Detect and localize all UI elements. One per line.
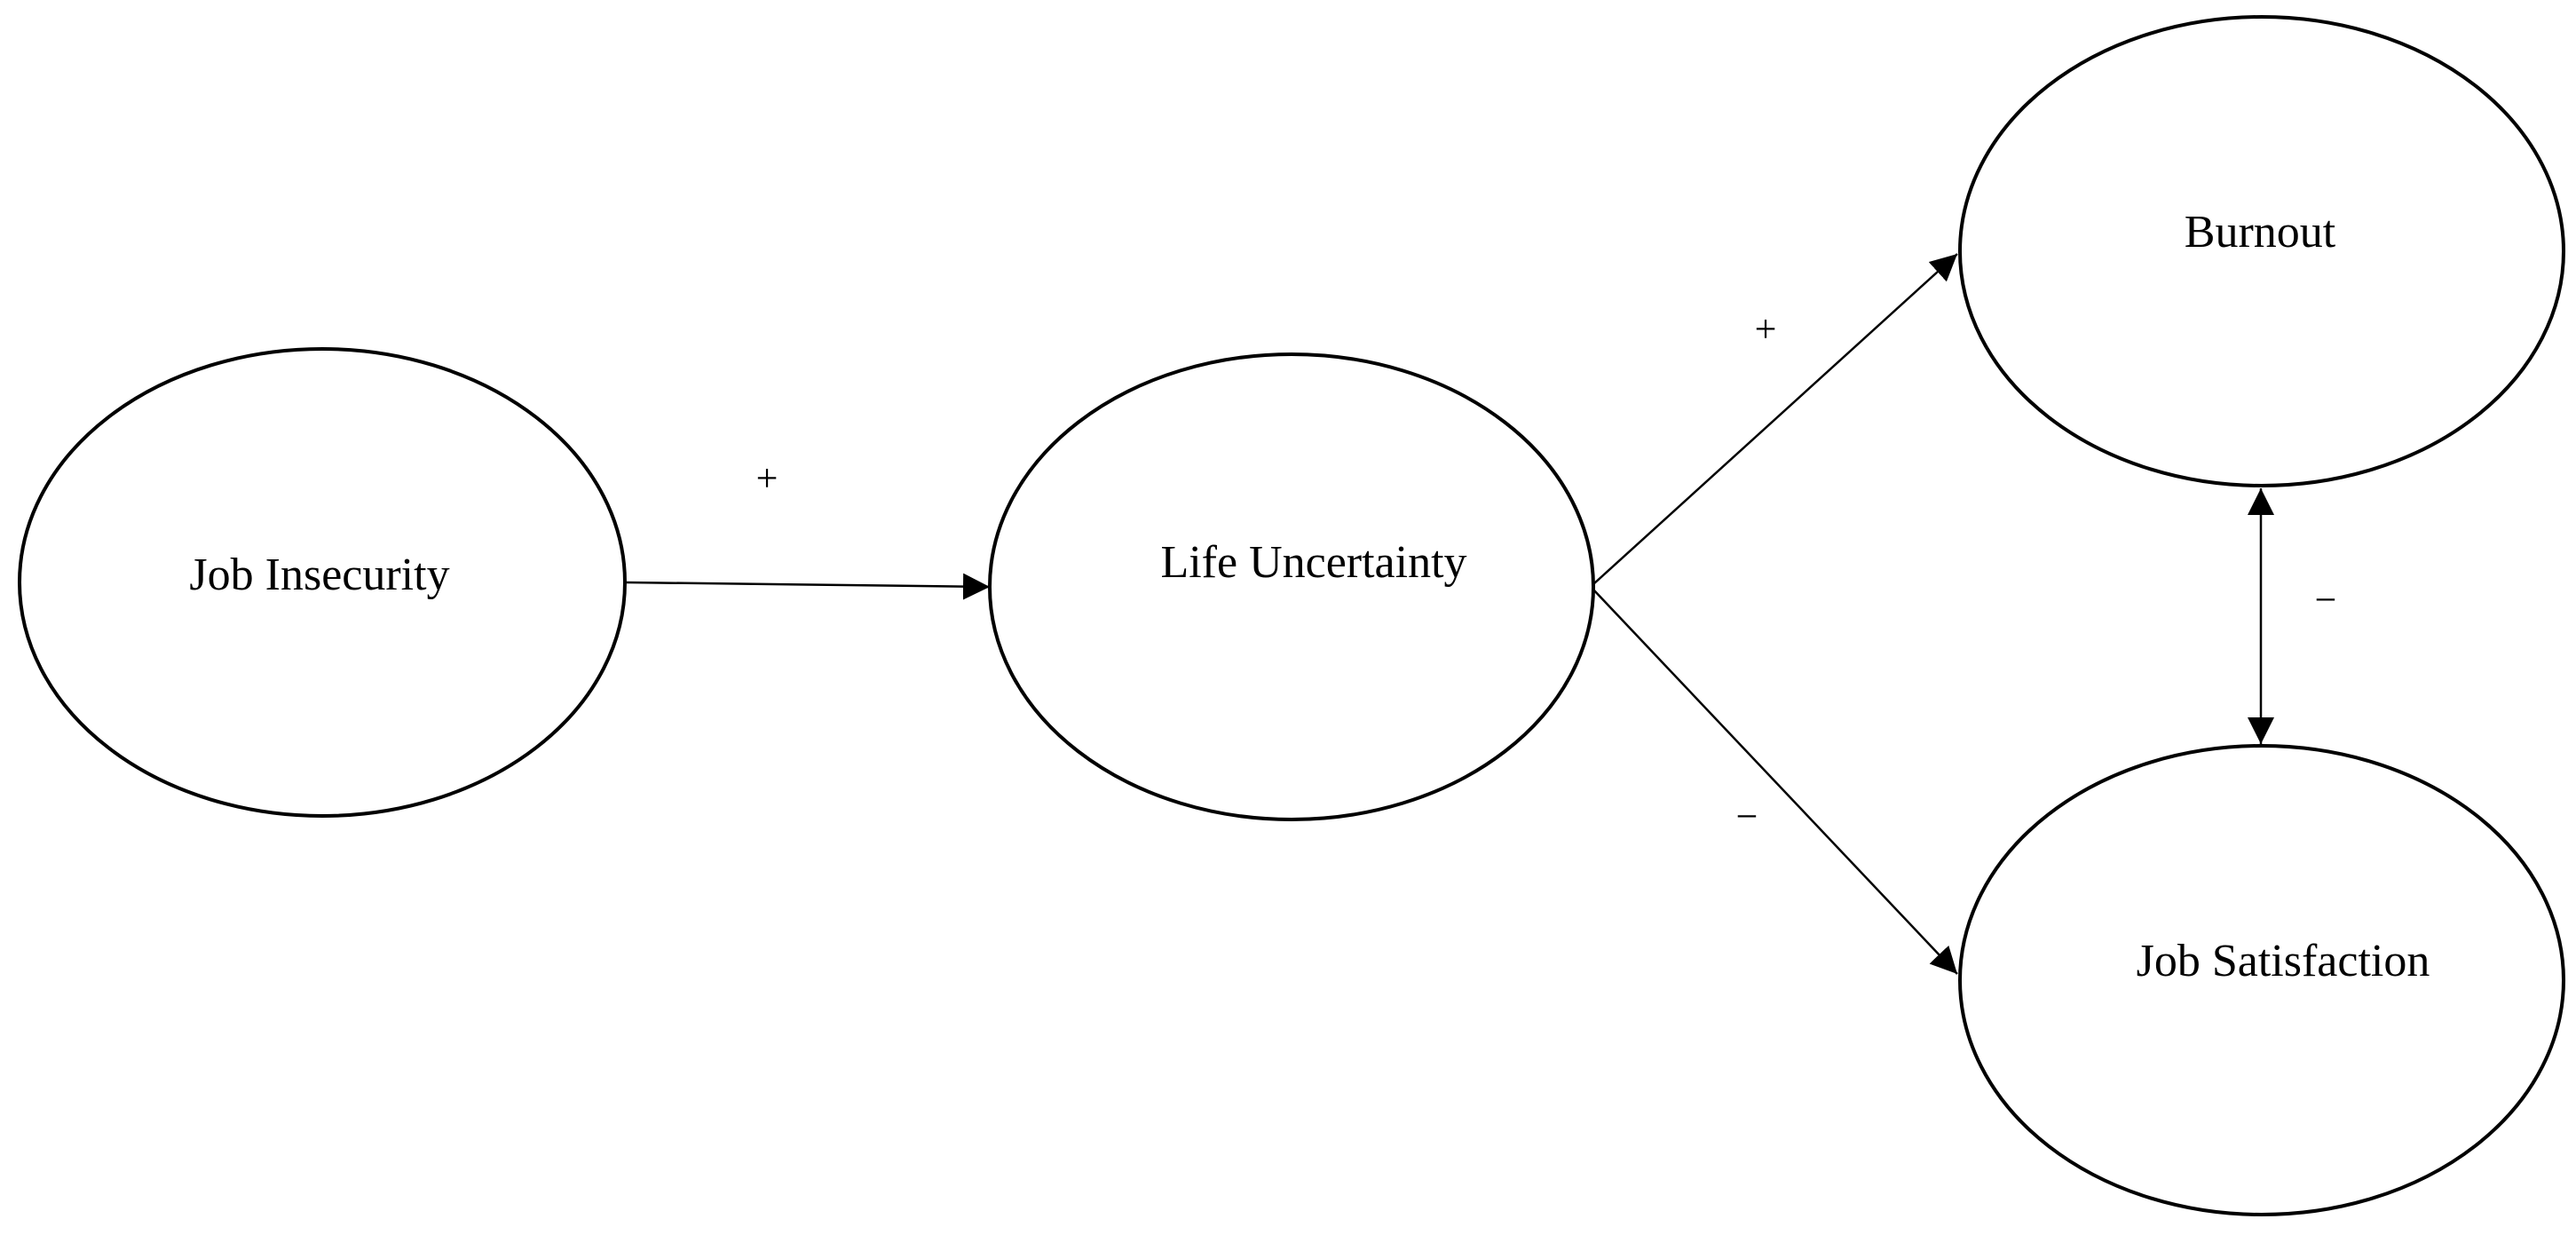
node-life-uncertainty-shape: [988, 352, 1595, 821]
edge-insecurity-to-uncertainty: [626, 573, 991, 600]
edge-uncertainty-to-burnout: [1592, 253, 1958, 585]
node-job-insecurity-shape: [18, 347, 627, 818]
sign-burnout-satisfaction: −: [2315, 578, 2337, 621]
sign-uncertainty-to-burnout: +: [1755, 307, 1777, 351]
node-job-insecurity-label: Job Insecurity: [189, 550, 449, 600]
sign-uncertainty-to-satisfaction: −: [1736, 795, 1758, 838]
sign-insecurity-to-uncertainty: +: [756, 456, 778, 500]
node-job-insecurity: Job Insecurity: [18, 347, 627, 818]
edge-uncertainty-to-satisfaction: [1592, 589, 1958, 975]
node-life-uncertainty: Life Uncertainty: [988, 352, 1595, 821]
node-burnout: Burnout: [1958, 15, 2565, 487]
node-burnout-label: Burnout: [2185, 207, 2336, 257]
node-life-uncertainty-label: Life Uncertainty: [1160, 537, 1466, 588]
edge-labels: + + − −: [756, 307, 2337, 838]
node-job-satisfaction-label: Job Satisfaction: [2137, 936, 2430, 986]
node-job-satisfaction: Job Satisfaction: [1958, 744, 2565, 1216]
node-burnout-shape: [1958, 15, 2565, 487]
edges: [626, 253, 2274, 975]
node-job-satisfaction-shape: [1958, 744, 2565, 1216]
